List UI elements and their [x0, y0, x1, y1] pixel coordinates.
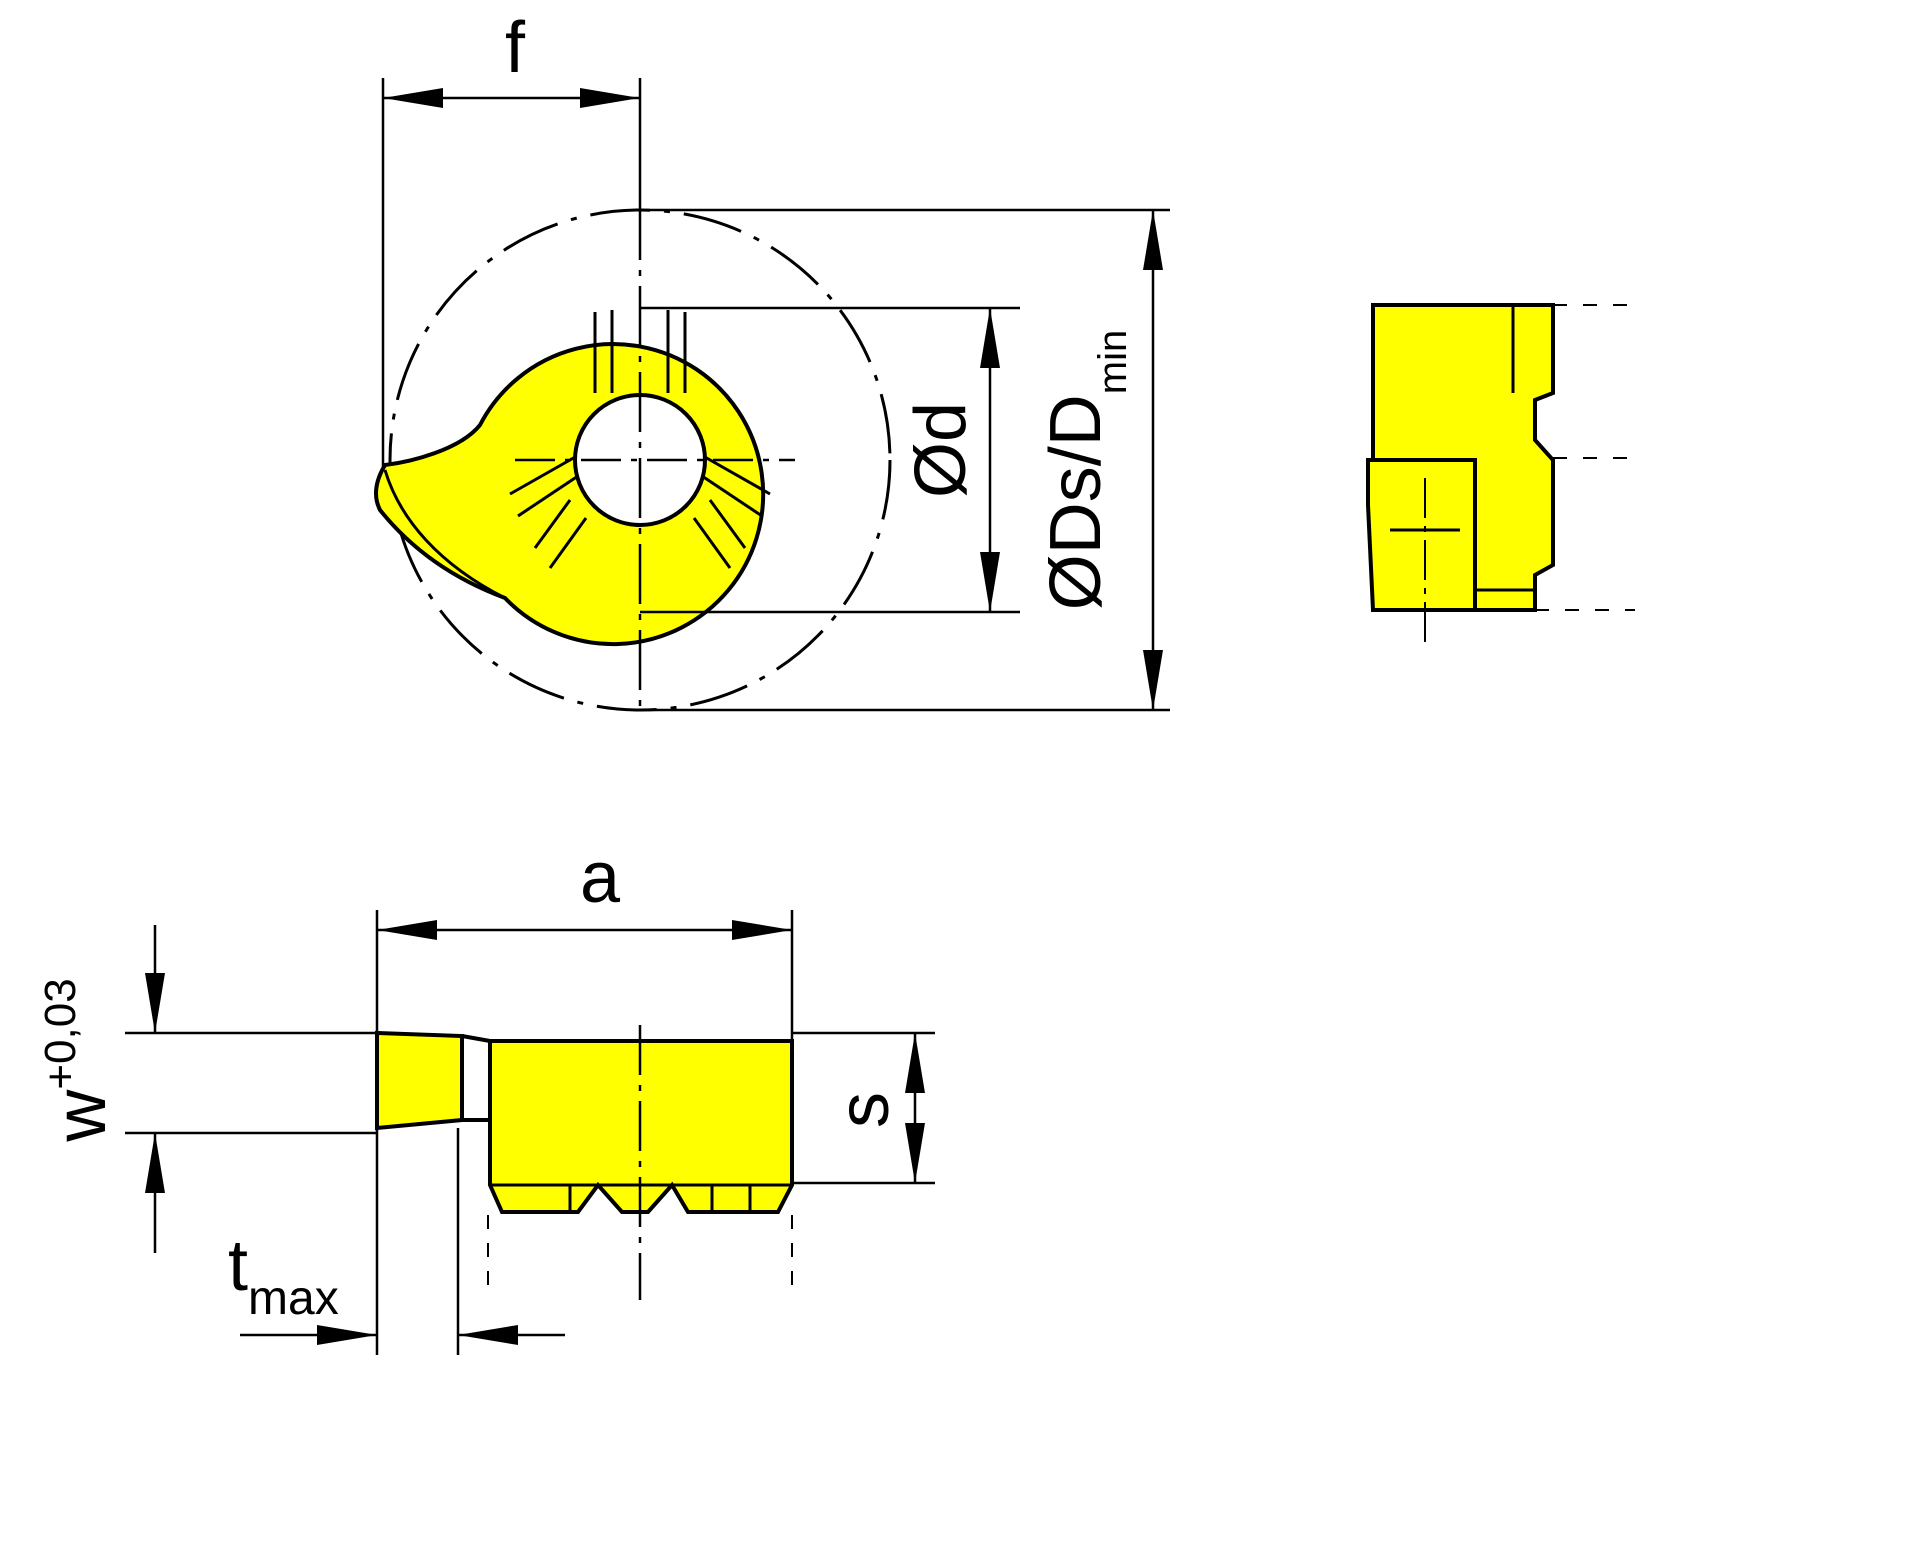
side-view-shoulder [1366, 458, 1477, 612]
front-view [374, 78, 1170, 712]
label-t-sub: max [248, 1272, 339, 1325]
label-a: a [580, 838, 621, 918]
label-f: f [505, 8, 526, 88]
insert-body [374, 342, 766, 647]
body-tongue-join [461, 1034, 491, 1043]
label-w-tolerance: +0,03 [36, 978, 85, 1089]
side-view [1366, 303, 1635, 645]
top-view [125, 910, 935, 1355]
label-s: s [824, 1092, 904, 1128]
label-d: Ød [901, 402, 981, 498]
label-t-main: t [228, 1226, 248, 1306]
label-tmax: tmax [228, 1226, 339, 1325]
label-w-main: w [41, 1089, 121, 1143]
insert-ribs [509, 310, 771, 569]
label-ds-sub: min [1091, 330, 1135, 394]
cutting-tongue [375, 1030, 464, 1131]
label-ds-main: ØDs/D [1036, 394, 1116, 610]
label-ds-dmin: ØDs/Dmin [1036, 330, 1135, 610]
insert-flute-edge [383, 469, 506, 600]
label-w: w+0,03 [36, 978, 121, 1142]
